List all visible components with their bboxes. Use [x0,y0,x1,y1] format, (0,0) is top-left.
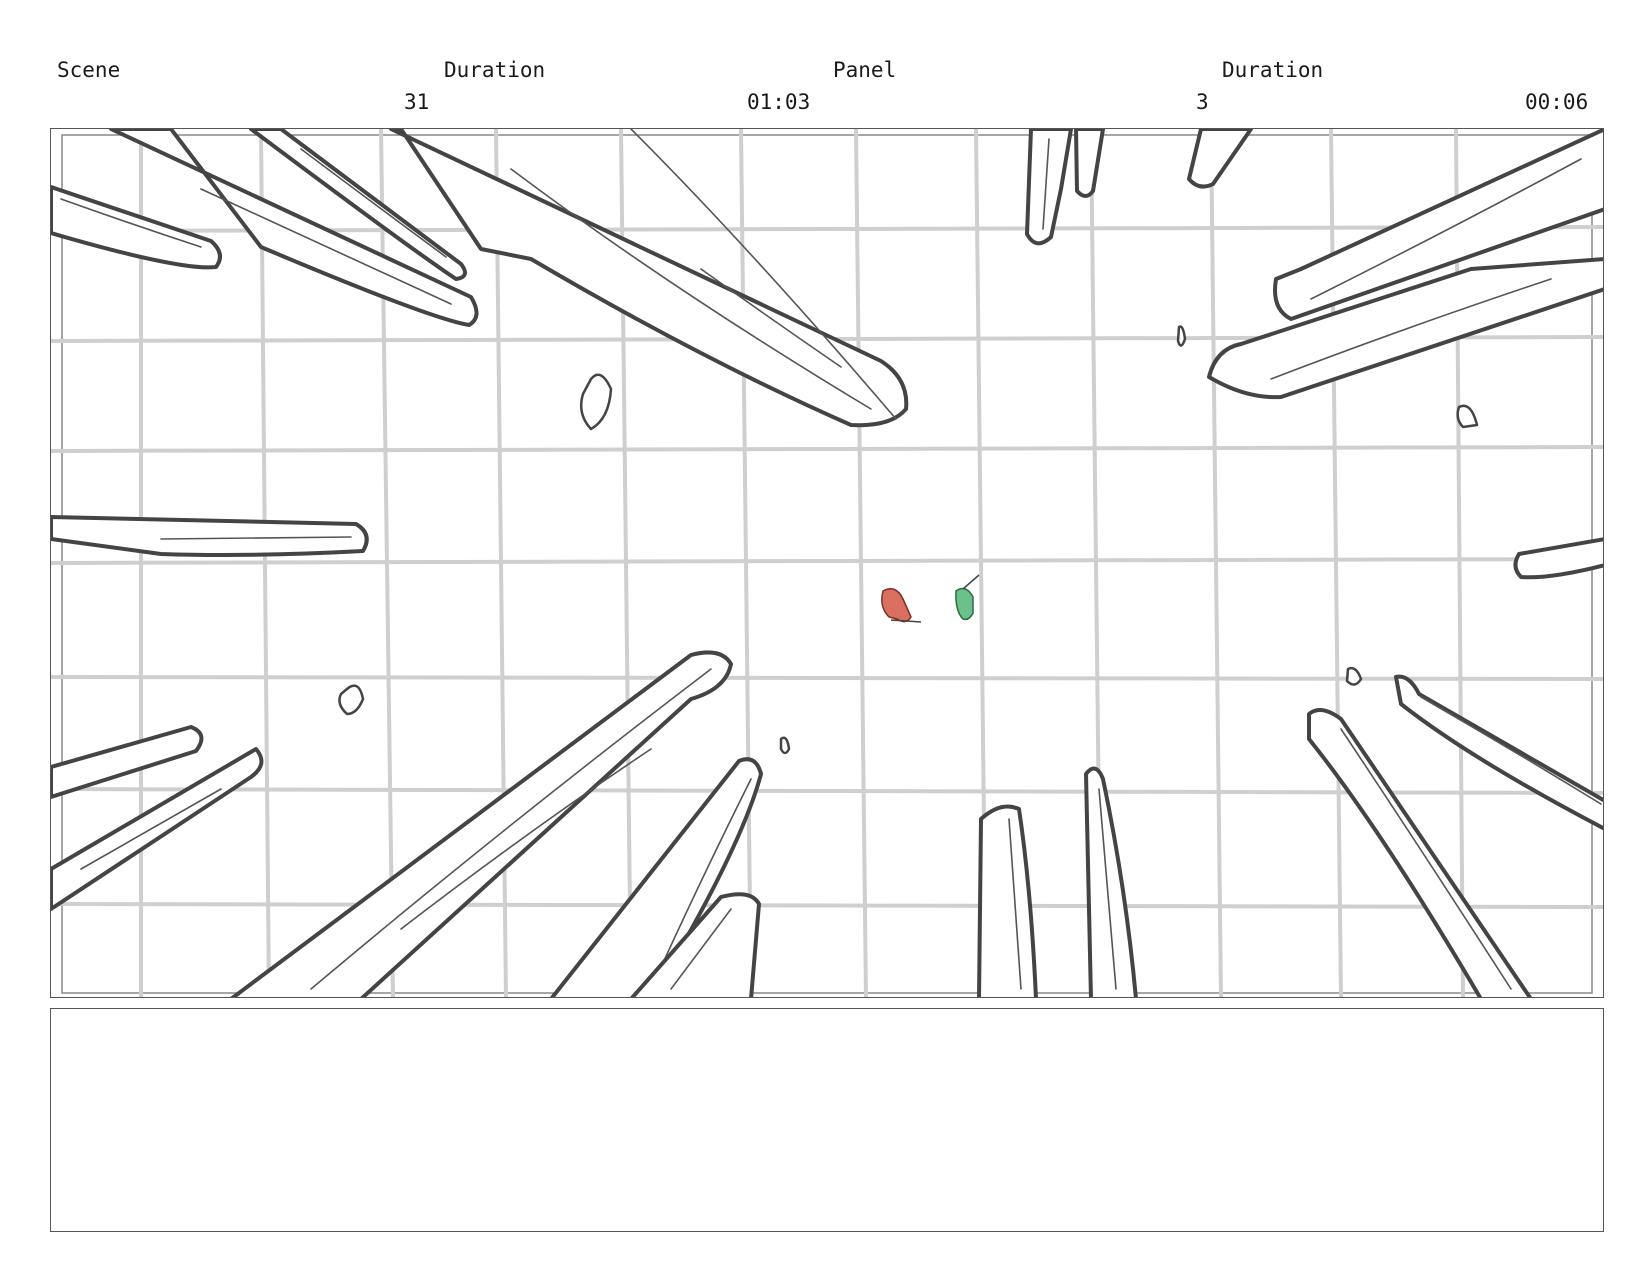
character-right-body [955,587,974,621]
spike-top-left-1 [51,185,222,270]
spike-left-middle [51,515,369,557]
spike-bottom-center-1 [977,804,1038,997]
character-right-figure [955,574,980,621]
spike-top-left-2 [109,129,479,327]
spike-bottom-center-left-1 [230,650,733,997]
notes-text [63,1019,1591,1221]
scene-duration-label: Duration [444,58,546,82]
spike-bottom-right-1 [1307,708,1533,997]
spike-bottom-left-2 [51,747,264,911]
spike-top-center [389,129,909,428]
debris-rock-2 [338,684,365,716]
panel-duration-value: 00:06 [1525,90,1589,114]
spike-top-right-1 [1025,129,1073,246]
spike-top-right-5 [1207,257,1603,400]
debris-rock-1 [580,373,613,431]
character-right-sword [962,574,980,590]
debris-rock-4 [1456,404,1479,429]
debris-rock-5 [1345,666,1363,686]
notes-box[interactable] [50,1008,1604,1232]
spike-bottom-center-left-3 [630,892,761,997]
panel-duration-label: Duration [1222,58,1324,82]
spike-top-right-3 [1187,129,1253,189]
spike-bottom-left-1 [51,725,204,799]
spike-bottom-right-2 [1394,674,1603,831]
debris-rock-6 [779,736,791,755]
spike-right-middle [1513,537,1603,580]
spike-bottom-center-2 [1084,766,1138,997]
panel-number: 3 [1196,90,1209,114]
scene-label: Scene [57,58,121,82]
storyboard-drawing [51,129,1603,997]
spike-top-right-4 [1273,129,1603,321]
spike-top-left-3 [249,129,467,281]
character-left-figure [881,588,922,623]
spike-top-right-2 [1074,129,1105,198]
panel-label: Panel [833,58,897,82]
character-left-sword [890,619,922,623]
character-left-body [881,588,912,623]
scene-duration-value: 01:03 [747,90,811,114]
scene-number: 31 [404,90,430,114]
debris-rock-3 [1176,325,1187,347]
storyboard-panel [50,128,1604,998]
